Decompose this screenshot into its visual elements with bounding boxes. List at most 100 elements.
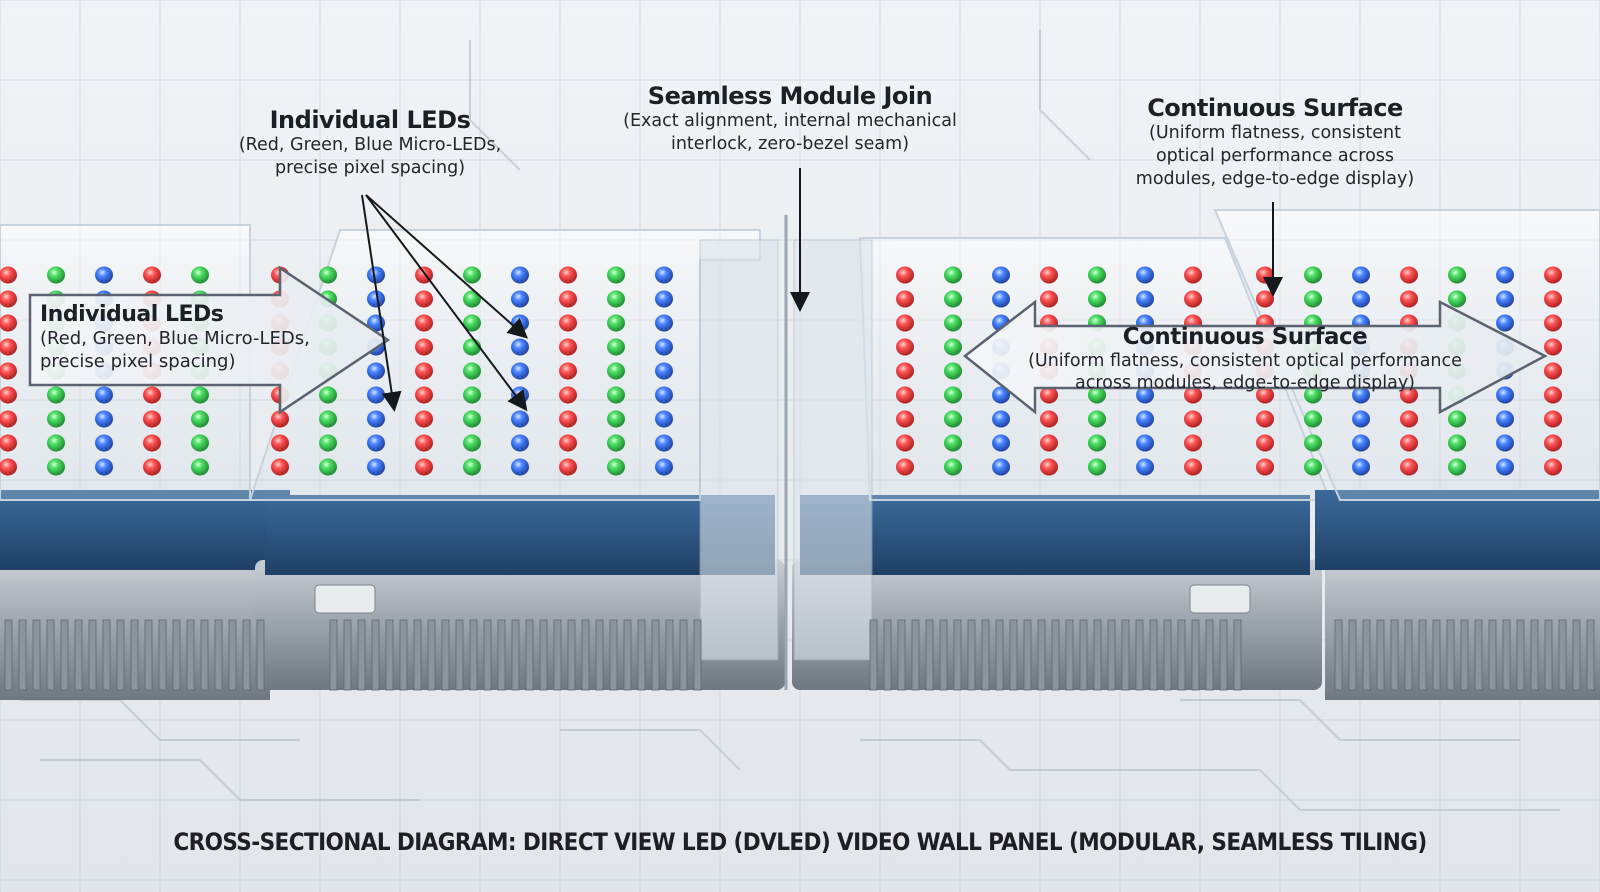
led-green [1448, 410, 1466, 428]
led-red [415, 458, 433, 476]
heatsink-fin [981, 619, 990, 691]
led-red [1400, 290, 1418, 308]
heatsink-fin [172, 619, 181, 691]
heatsink-fin [1460, 619, 1469, 691]
led-blue [511, 434, 529, 452]
led-green [607, 290, 625, 308]
callout-title: Continuous Surface [1147, 94, 1403, 122]
led-red [1040, 266, 1058, 284]
heatsink-fin [1233, 619, 1242, 691]
led-blue [511, 362, 529, 380]
led-blue [1496, 458, 1514, 476]
heatsink-fin [1432, 619, 1441, 691]
heatsink-fin [399, 619, 408, 691]
led-green [1088, 434, 1106, 452]
heatsink-fin [1093, 619, 1102, 691]
heatsink-fin [343, 619, 352, 691]
led-red [896, 386, 914, 404]
led-red [1400, 434, 1418, 452]
led-red [0, 314, 17, 332]
heatsink-fin [497, 619, 506, 691]
led-red [896, 362, 914, 380]
led-blue [95, 386, 113, 404]
led-red [415, 410, 433, 428]
heatsink-fin [455, 619, 464, 691]
heatsink-fins [4, 619, 1595, 691]
led-blue [95, 434, 113, 452]
led-blue [1136, 266, 1154, 284]
heatsink-fin [228, 619, 237, 691]
callout-title: Seamless Module Join [647, 82, 933, 110]
led-green [463, 386, 481, 404]
led-green [944, 386, 962, 404]
heatsink-fin [651, 619, 660, 691]
led-blue [367, 434, 385, 452]
led-red [271, 434, 289, 452]
led-blue [511, 410, 529, 428]
led-red [1256, 266, 1274, 284]
led-blue [95, 410, 113, 428]
led-red [1184, 458, 1202, 476]
heatsink-fin [609, 619, 618, 691]
led-green [463, 458, 481, 476]
connector-port-right [1189, 584, 1251, 614]
led-green [319, 434, 337, 452]
led-green [1304, 386, 1322, 404]
led-red [415, 338, 433, 356]
pointer-led-2 [365, 194, 528, 339]
led-red [143, 410, 161, 428]
led-red [415, 386, 433, 404]
led-blue [1496, 386, 1514, 404]
led-red [1544, 410, 1562, 428]
led-red [143, 434, 161, 452]
diagram-caption: CROSS-SECTIONAL DIAGRAM: DIRECT VIEW LED… [173, 828, 1427, 856]
led-red [1544, 362, 1562, 380]
led-green [319, 386, 337, 404]
led-blue [367, 458, 385, 476]
heatsink-fin [1177, 619, 1186, 691]
heatsink-fin [1065, 619, 1074, 691]
heatsink-fin [567, 619, 576, 691]
connector-port-left [314, 584, 376, 614]
pointer-led-3 [365, 194, 528, 412]
led-red [896, 458, 914, 476]
led-blue [992, 386, 1010, 404]
heatsink-fin [869, 619, 878, 691]
led-green [47, 434, 65, 452]
callout-title: Individual LEDs [269, 106, 471, 134]
led-red [1184, 434, 1202, 452]
heatsink-fin [18, 619, 27, 691]
heatsink-fin [693, 619, 702, 691]
led-green [319, 410, 337, 428]
heatsink-fin [427, 619, 436, 691]
seamless-join-callout: Seamless Module Join (Exact alignment, i… [585, 82, 995, 156]
heatsink-fin [883, 619, 892, 691]
led-blue [1136, 290, 1154, 308]
led-red [1040, 290, 1058, 308]
led-red [559, 338, 577, 356]
arrow-label-description: (Red, Green, Blue Micro-LEDs, precise pi… [40, 328, 310, 372]
continuous-surface-callout: Continuous Surface (Uniform flatness, co… [1085, 94, 1465, 191]
led-blue [655, 458, 673, 476]
heatsink-fin [539, 619, 548, 691]
led-blue [95, 266, 113, 284]
led-blue [655, 362, 673, 380]
heatsink-fin [1163, 619, 1172, 691]
individual-leds-arrow-label: Individual LEDs (Red, Green, Blue Micro-… [40, 302, 320, 373]
heatsink-fin [200, 619, 209, 691]
led-red [896, 266, 914, 284]
heatsink-fin [413, 619, 422, 691]
led-green [463, 266, 481, 284]
led-red [143, 458, 161, 476]
led-red [559, 314, 577, 332]
heatsink-fin [1446, 619, 1455, 691]
heatsink-fin [371, 619, 380, 691]
led-green [47, 458, 65, 476]
heatsink-fin [1149, 619, 1158, 691]
heatsink-fin [1530, 619, 1539, 691]
pcb-left [0, 490, 290, 570]
heatsink-fin [1516, 619, 1525, 691]
led-red [0, 458, 17, 476]
